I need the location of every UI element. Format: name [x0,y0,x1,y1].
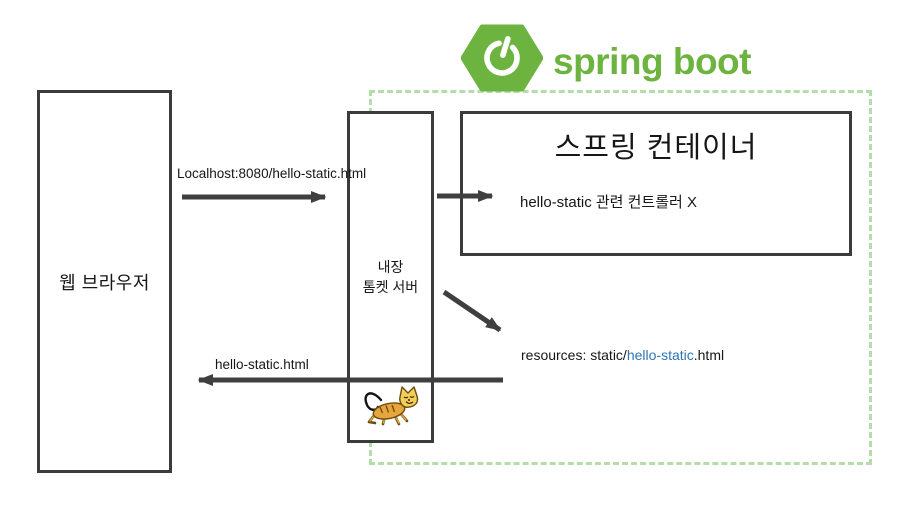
resources-path-prefix: resources: static/ [521,347,627,363]
spring-container-box: 스프링 컨테이너 hello-static 관련 컨트롤러 X [460,111,852,256]
embedded-tomcat-box: 내장 톰켓 서버 [347,111,434,443]
response-file-label: hello-static.html [215,357,309,372]
controller-missing-note: hello-static 관련 컨트롤러 X [520,194,698,211]
resources-path-highlight: hello-static [626,347,694,363]
resources-path-suffix: .html [693,347,725,363]
embedded-tomcat-label-line1: 내장 [377,259,404,275]
embedded-tomcat-label: 내장 톰켓 서버 [350,257,431,298]
web-browser-box: 웹 브라우저 [37,90,172,473]
request-url-label: Localhost:8080/hello-static.html [177,166,367,181]
spring-boot-hexagon-power-icon [460,24,544,97]
spring-boot-logo: spring boot [460,24,751,97]
spring-container-title: 스프링 컨테이너 [554,132,758,164]
resources-path-label: resources: static/hello-static.html [521,347,724,363]
tomcat-cat-icon [362,384,420,433]
web-browser-label: 웹 브라우저 [59,272,150,293]
spring-boot-wordmark: spring boot [553,40,751,82]
embedded-tomcat-label-line2: 톰켓 서버 [362,279,419,296]
